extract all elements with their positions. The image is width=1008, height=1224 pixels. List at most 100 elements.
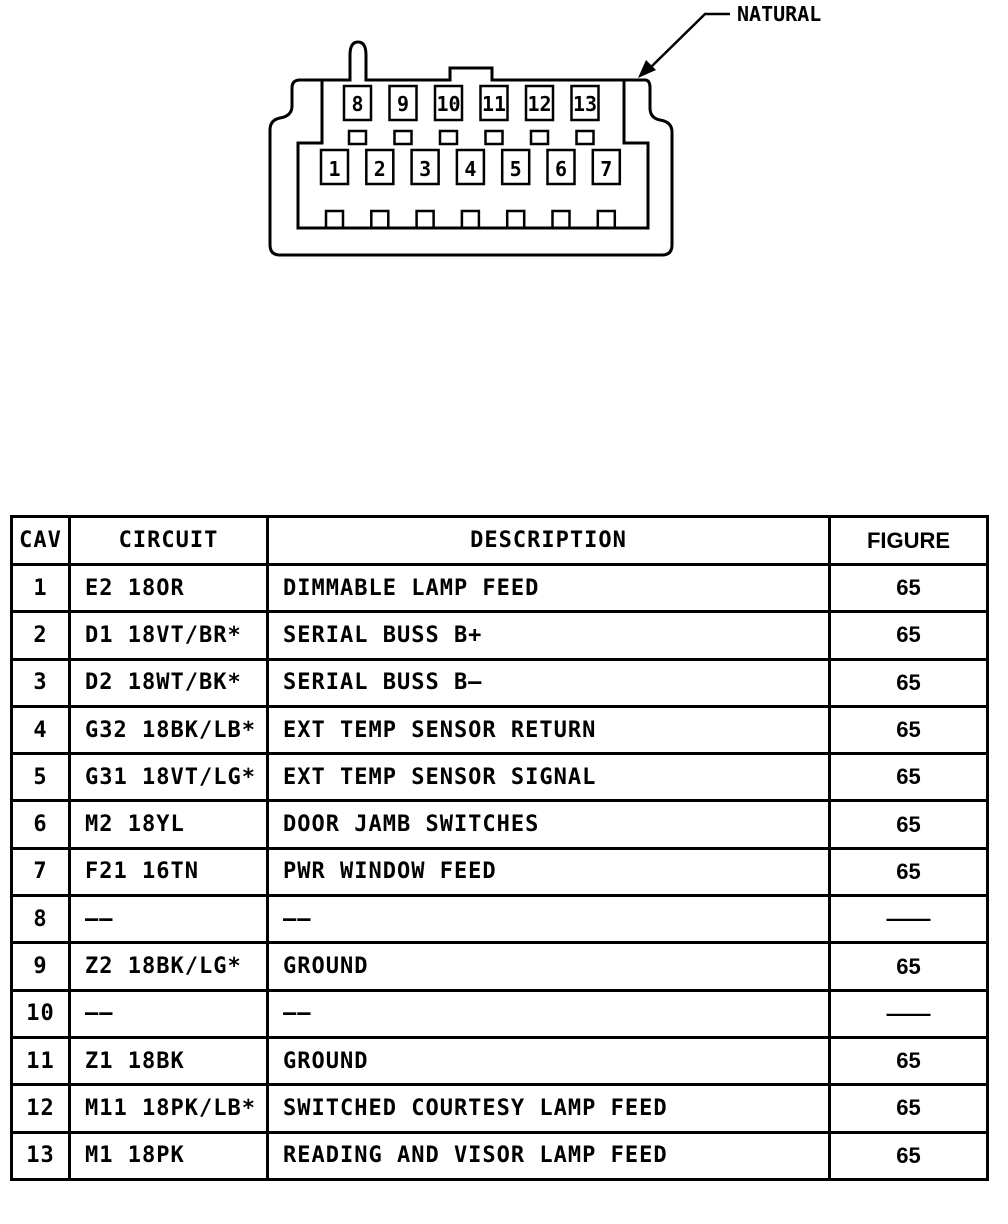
figure-cell: 65 — [828, 846, 989, 898]
figure-cell: —— — [828, 988, 989, 1039]
table-row: 8—————— — [10, 894, 989, 945]
connector-housing — [268, 40, 674, 257]
figure-cell: 65 — [828, 1130, 989, 1181]
cavity-number-6: 6 — [555, 157, 567, 181]
cavity-number-12: 12 — [527, 92, 551, 116]
circuit-cell: M11 18PK/LB* — [68, 1083, 269, 1134]
description-cell: GROUND — [266, 1035, 831, 1087]
circuit-cell: F21 16TN — [68, 846, 269, 898]
top-row-terminal-slots — [347, 129, 595, 146]
cavity-box — [388, 84, 418, 122]
circuit-cell: M2 18YL — [68, 799, 269, 850]
figure-cell: 65 — [828, 610, 989, 661]
cavity-box — [342, 84, 373, 122]
cav-cell: 12 — [10, 1083, 71, 1134]
cavity-number-9: 9 — [397, 92, 409, 116]
circuit-cell: E2 18OR — [68, 562, 269, 614]
callout-arrowhead — [638, 60, 656, 78]
figure-cell: 65 — [828, 799, 989, 850]
bottom-slot — [460, 209, 481, 230]
figure-cell: 65 — [828, 1035, 989, 1087]
circuit-cell: —— — [68, 988, 269, 1039]
cavity-number-11: 11 — [482, 92, 506, 116]
top-slot — [484, 129, 504, 146]
description-cell: DOOR JAMB SWITCHES — [266, 799, 831, 850]
cavity-number-3: 3 — [419, 157, 431, 181]
cavity-box — [570, 84, 600, 122]
cavity-box — [410, 148, 440, 186]
description-cell: READING AND VISOR LAMP FEED — [266, 1130, 831, 1181]
cav-cell: 4 — [10, 704, 71, 756]
figure-cell: 65 — [828, 1083, 989, 1134]
cavity-number-1: 1 — [328, 157, 340, 181]
connector-color-label: NATURAL — [737, 2, 821, 26]
bottom-slot — [370, 209, 390, 230]
circuit-cell: Z1 18BK — [68, 1035, 269, 1087]
bottom-slot — [551, 209, 571, 230]
figure-cell: 65 — [828, 752, 989, 803]
figure-cell: 65 — [828, 941, 989, 992]
description-cell: —— — [266, 988, 831, 1039]
description-cell: SERIAL BUSS B+ — [266, 610, 831, 661]
cavity-box — [455, 148, 486, 186]
circuit-cell: D2 18WT/BK* — [68, 657, 269, 708]
figure-cell: —— — [828, 894, 989, 945]
description-cell: EXT TEMP SENSOR RETURN — [266, 704, 831, 756]
description-cell: SWITCHED COURTESY LAMP FEED — [266, 1083, 831, 1134]
figure-cell: 65 — [828, 704, 989, 756]
cav-cell: 3 — [10, 657, 71, 708]
figure-cell: 65 — [828, 562, 989, 614]
cav-cell: 1 — [10, 562, 71, 614]
header-cav: CAV — [10, 515, 71, 566]
header-circuit: CIRCUIT — [68, 515, 269, 566]
cavity-number-8: 8 — [351, 92, 363, 116]
cavity-box — [319, 148, 350, 186]
top-slot — [347, 129, 368, 146]
cav-cell: 6 — [10, 799, 71, 850]
description-cell: SERIAL BUSS B— — [266, 657, 831, 708]
cav-cell: 11 — [10, 1035, 71, 1087]
cavity-number-4: 4 — [464, 157, 476, 181]
table-header-row: CAV CIRCUIT DESCRIPTION FIGURE — [10, 515, 989, 566]
cav-cell: 9 — [10, 941, 71, 992]
cavity-number-7: 7 — [600, 157, 612, 181]
bottom-slot — [324, 209, 345, 230]
circuit-cell: G32 18BK/LB* — [68, 704, 269, 756]
cavity-box — [479, 84, 509, 122]
bottom-slot — [596, 209, 617, 230]
circuit-cell: —— — [68, 894, 269, 945]
top-slot — [529, 129, 550, 146]
cav-cell: 13 — [10, 1130, 71, 1181]
callout-leader-line — [649, 12, 730, 69]
circuit-cell: D1 18VT/BR* — [68, 610, 269, 661]
cav-cell: 10 — [10, 988, 71, 1039]
description-cell: GROUND — [266, 941, 831, 992]
circuit-cell: M1 18PK — [68, 1130, 269, 1181]
cavity-box — [524, 84, 555, 122]
header-description: DESCRIPTION — [266, 515, 831, 566]
header-figure: FIGURE — [828, 515, 989, 566]
bottom-slot — [505, 209, 526, 230]
cavity-box — [546, 148, 576, 186]
cavity-box — [433, 84, 464, 122]
cavity-box — [500, 148, 531, 186]
cavity-number-10: 10 — [436, 92, 460, 116]
bottom-row-terminal-slots — [324, 209, 617, 230]
figure-cell: 65 — [828, 657, 989, 708]
description-cell: PWR WINDOW FEED — [266, 846, 831, 898]
top-slot — [438, 129, 459, 146]
cav-cell: 8 — [10, 894, 71, 945]
